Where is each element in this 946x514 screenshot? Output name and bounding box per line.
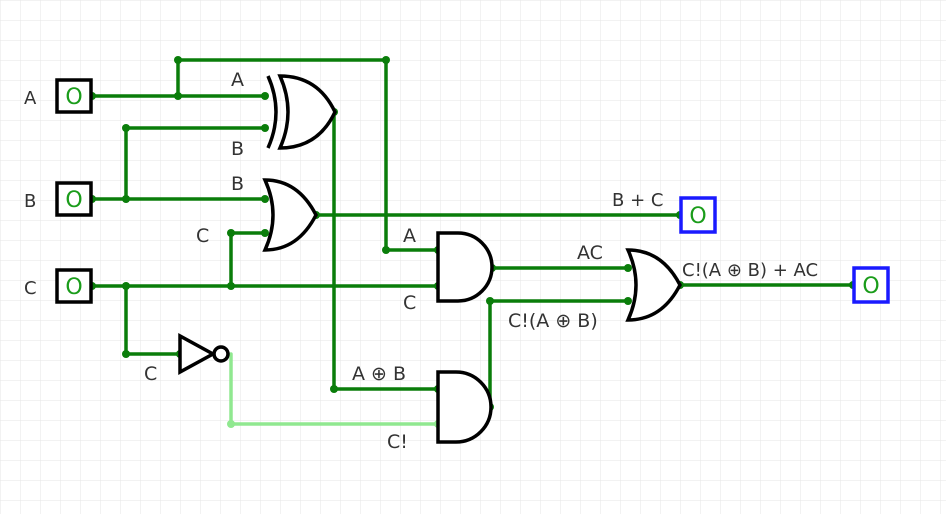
not-pin-c-label: C	[144, 363, 157, 385]
output-final-value: O	[862, 274, 879, 299]
output-final-label: C!(A ⊕ B) + AC	[682, 260, 818, 281]
input-b-value: O	[65, 188, 82, 213]
junction-dot	[122, 195, 130, 203]
junction-dot	[624, 297, 632, 305]
and2-pin-cnot-label: C!	[387, 431, 408, 453]
not-gate[interactable]	[178, 333, 230, 375]
junction-dot	[174, 92, 182, 100]
junction-dot	[382, 246, 390, 254]
junction-dot	[227, 282, 235, 290]
and-gate-a-c[interactable]	[436, 231, 494, 303]
input-c-value: O	[65, 275, 82, 300]
junction-dot	[624, 264, 632, 272]
and-gate-xor-cnot[interactable]	[436, 370, 493, 444]
or2-pin-cxor-label: C!(A ⊕ B)	[508, 310, 598, 332]
or-gate-final[interactable]	[625, 248, 682, 322]
input-switch-c[interactable]: O	[55, 268, 93, 304]
junction-dot	[122, 350, 130, 358]
junction-dot	[382, 56, 390, 64]
or-gate-b-c[interactable]	[262, 178, 318, 252]
output-b-or-c: O	[679, 196, 717, 234]
input-c-label: C	[24, 278, 37, 299]
junction-dot	[486, 297, 494, 305]
or2-pin-ac-label: AC	[577, 242, 603, 264]
and1-pin-a-label: A	[403, 225, 416, 247]
and2-pin-xor-label: A ⊕ B	[352, 363, 406, 385]
or-pin-b-label: B	[231, 173, 244, 195]
junction-dot	[261, 229, 269, 237]
junction-dot	[330, 385, 338, 393]
junction-dot	[174, 56, 182, 64]
input-switch-a[interactable]: O	[55, 78, 93, 114]
output-b-or-c-label: B + C	[612, 190, 663, 211]
input-a-label: A	[24, 88, 37, 109]
input-switch-b[interactable]: O	[55, 181, 93, 217]
junction-dot	[261, 124, 269, 132]
junction-dot	[227, 420, 235, 428]
junction-dot	[261, 92, 269, 100]
junction-dot	[122, 124, 130, 132]
junction-dot	[261, 195, 269, 203]
output-final: O	[852, 266, 890, 304]
output-b-or-c-value: O	[689, 204, 706, 229]
and1-pin-c-label: C	[403, 292, 416, 314]
xor-pin-a-label: A	[231, 69, 244, 91]
input-a-value: O	[65, 85, 82, 110]
xor-gate[interactable]	[266, 74, 337, 150]
not-gate-bubble	[212, 345, 230, 363]
input-b-label: B	[24, 191, 36, 212]
xor-pin-b-label: B	[231, 138, 244, 160]
junction-dot	[122, 282, 130, 290]
or-pin-c-label: C	[196, 225, 209, 247]
junction-dot	[227, 229, 235, 237]
